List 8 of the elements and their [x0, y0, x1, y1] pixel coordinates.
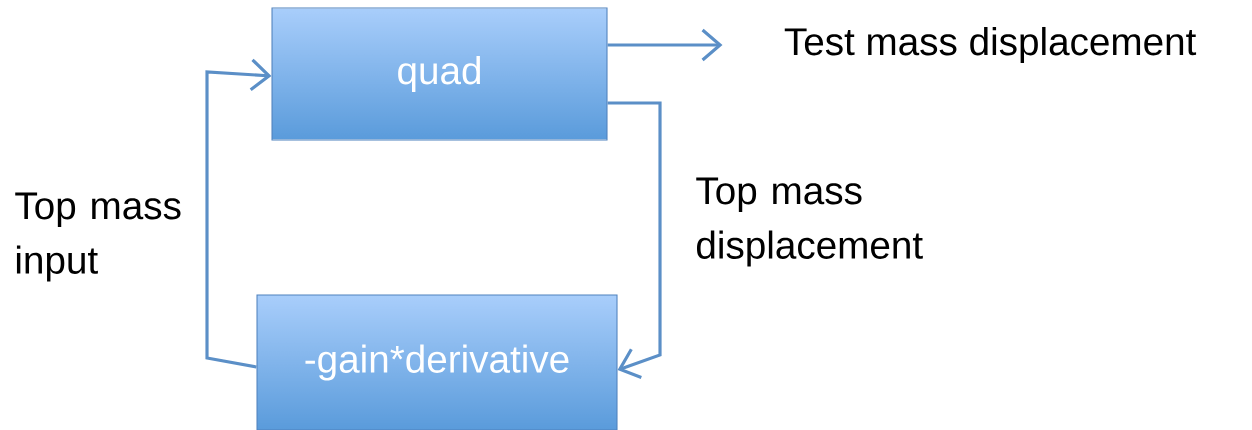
process-box: quad	[271, 7, 608, 141]
arrow	[607, 101, 662, 379]
process-box: -gain*derivative	[256, 294, 618, 430]
output-label: Test mass displacement	[784, 26, 1197, 63]
edge-label: Top mass input	[15, 192, 181, 282]
edge-label: Top mass displacement	[696, 177, 923, 267]
arrow	[607, 28, 723, 62]
arrow	[205, 58, 272, 369]
